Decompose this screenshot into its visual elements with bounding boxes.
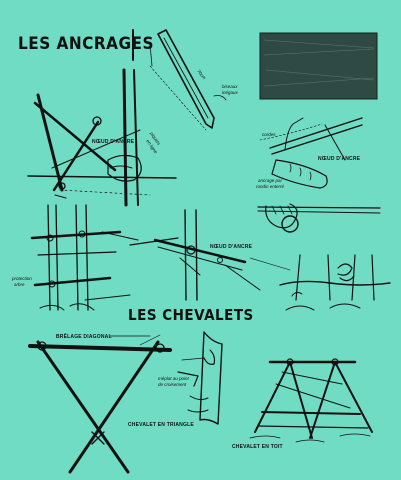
title-ancrages: LES ANCRAGES [18, 34, 155, 54]
label-noeud-ancre-1: NŒUD D'ANCRE [92, 139, 135, 145]
label-chevalet-triangle: CHEVALET EN TRIANGLE [128, 422, 194, 428]
label-ancrage-par: ancrage par [258, 178, 283, 183]
label-cordes: cordes [262, 132, 276, 137]
dark-texture-block [259, 32, 378, 100]
label-meplat: méplat au point [158, 376, 189, 381]
label-biseaux: biseaux [222, 84, 238, 89]
stake-drawing [149, 29, 227, 131]
notch-drawing [177, 331, 223, 425]
roof-trestle-drawing [249, 358, 373, 443]
label-brelage-diagonal: BRÊLAGE DIAGONAL [56, 334, 112, 340]
label-protection: protection [12, 276, 32, 281]
title-chevalets: LES CHEVALETS [128, 306, 254, 324]
label-rondin-enterre: rondin enterré [256, 184, 285, 189]
rope-log-drawing [257, 203, 381, 233]
single-trunk-drawing [129, 209, 291, 301]
label-arbre: arbre [14, 282, 25, 287]
label-inegaux: inégaux [222, 90, 238, 95]
x-trestle-drawing [28, 334, 172, 474]
two-trunks-drawing [30, 204, 139, 311]
buried-log-drawing [259, 117, 363, 189]
label-noeud-ancre-3: NŒUD D'ANCRE [210, 244, 253, 250]
tripod-anchor-drawing [27, 68, 177, 207]
label-chevalet-toit: CHEVALET EN TOIT [232, 444, 283, 450]
knot-trunk-drawing [279, 254, 391, 311]
label-noeud-ancre-2: NŒUD D'ANCRE [318, 156, 361, 162]
label-croisement: de croisement [158, 382, 187, 387]
